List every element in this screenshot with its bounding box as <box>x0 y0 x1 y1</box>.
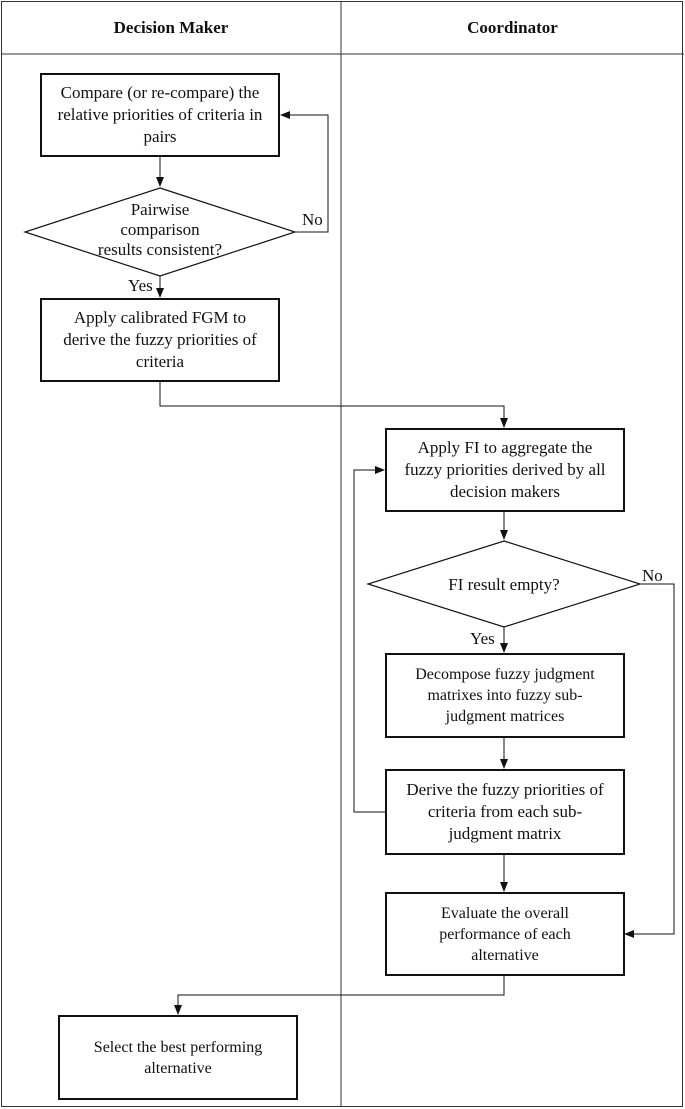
lane-header-decision-maker: Decision Maker <box>113 17 229 37</box>
edge-empty-no <box>624 583 675 938</box>
edge-derive-to-fi <box>353 466 386 813</box>
lane-header-coordinator: Coordinator <box>467 17 558 37</box>
fi-empty-decision-label: FI result empty? <box>448 575 560 594</box>
consistency-decision-label: Pairwise comparison results consistent? <box>97 200 223 259</box>
fi-empty-no-label: No <box>642 566 663 585</box>
derive-priorities-box: Derive the fuzzy priorities of criteria … <box>385 769 625 855</box>
apply-fgm-box: Apply calibrated FGM to derive the fuzzy… <box>40 298 280 382</box>
edge-evaluate-to-select <box>174 975 505 1015</box>
consistency-no-label: No <box>302 210 323 229</box>
evaluate-performance-box: Evaluate the overall performance of each… <box>385 892 625 976</box>
apply-fi-box: Apply FI to aggregate the fuzzy prioriti… <box>385 428 625 512</box>
select-best-box: Select the best performing alternative <box>58 1015 298 1100</box>
edge-consistency-no <box>280 111 329 233</box>
fi-empty-yes-label: Yes <box>470 629 495 648</box>
edge-fgm-to-fi <box>159 381 508 428</box>
consistency-yes-label: Yes <box>128 276 153 295</box>
decompose-box: Decompose fuzzy judgment matrixes into f… <box>385 653 625 738</box>
compare-criteria-box: Compare (or re-compare) the relative pri… <box>40 73 280 157</box>
